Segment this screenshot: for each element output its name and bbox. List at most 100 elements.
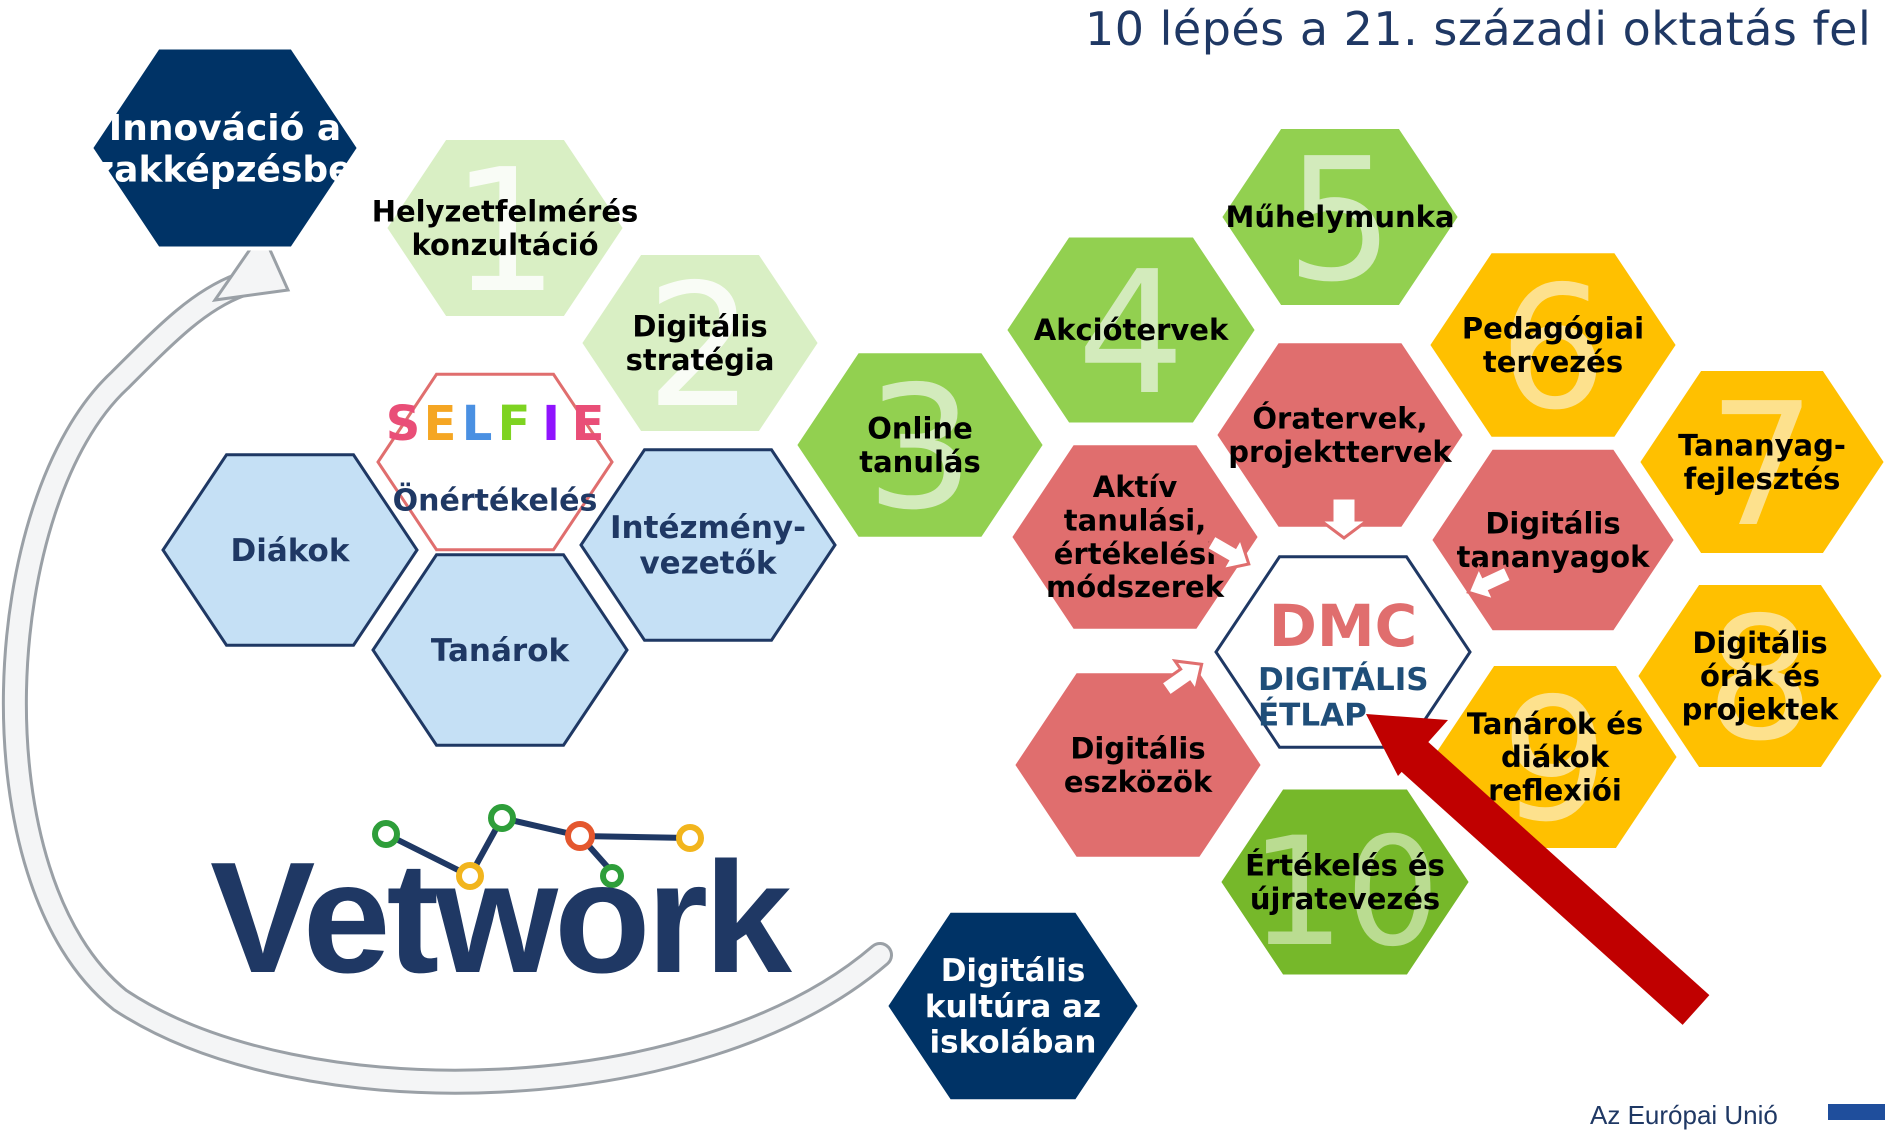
hex-intezmeny: Intézmény-vezetők xyxy=(579,448,837,642)
hex-shape xyxy=(1425,249,1681,441)
hex-label-line: Digitális xyxy=(941,953,1086,989)
hex-label-line: Tanárok xyxy=(431,633,571,669)
hex-label-line: Diákok xyxy=(231,533,351,569)
hex-label-line: Akciótervek xyxy=(1034,313,1229,347)
hex-oratervek: Óratervek,projekttervek xyxy=(1212,339,1468,531)
hex-label-line: Digitális xyxy=(1692,626,1827,660)
hex-shape xyxy=(579,448,837,642)
hex-label-line: diákok xyxy=(1501,740,1610,774)
hex-label-line: módszerek xyxy=(1046,570,1225,604)
hex-label-line: Helyzetfelmérés xyxy=(372,194,639,228)
hex-label-line: Digitális xyxy=(1070,731,1205,765)
hex-label-line: projekttervek xyxy=(1228,435,1452,469)
hex-shape xyxy=(1217,125,1463,309)
step-number: 4 xyxy=(1077,235,1185,433)
network-nodes-icon xyxy=(372,804,704,890)
hex-shape xyxy=(376,372,614,552)
hex-label-line: projektek xyxy=(1682,693,1839,727)
hex-label-line: kultúra az xyxy=(925,989,1101,1025)
hex-shape xyxy=(88,45,362,251)
hex-label-line: Óratervek, xyxy=(1252,401,1427,435)
selfie-logo-letter: F xyxy=(498,396,531,452)
hex-label-line: fejlesztés xyxy=(1684,462,1841,496)
selfie-logo-letter: I xyxy=(542,396,560,452)
hex-label-line: Értékelés és xyxy=(1245,848,1445,882)
selfie-logo-letter: S xyxy=(386,396,421,452)
dmc-inward-arrows xyxy=(1158,496,1514,699)
hex-label-line: tervezés xyxy=(1483,345,1623,379)
hex-label-line: Műhelymunka xyxy=(1225,200,1454,234)
hex-label-line: Intézmény- xyxy=(610,510,806,546)
step-number: 2 xyxy=(646,248,754,446)
selfie-logo-letter: L xyxy=(462,396,493,452)
step-number: 5 xyxy=(1286,122,1394,320)
hex-label-line: tanulás xyxy=(859,445,981,479)
hex-shape xyxy=(1007,441,1263,633)
hex-label-line: értékelési xyxy=(1054,537,1217,571)
step-number: 8 xyxy=(1706,581,1814,779)
step-number: 3 xyxy=(866,350,974,548)
hex-shape xyxy=(382,136,628,320)
hex-tanarok: Tanárok xyxy=(371,553,629,747)
vetwork-logo: Vetwork xyxy=(210,804,797,1006)
selfie-logo-letter: E xyxy=(424,396,457,452)
hex-label-line: eszközök xyxy=(1064,765,1213,799)
step-number: 10 xyxy=(1250,806,1441,980)
hex-label-line: Önértékelés xyxy=(393,482,598,519)
hex-label-line: Digitális xyxy=(1485,506,1620,540)
hex-shape xyxy=(1216,785,1474,979)
vetwork-wordmark: Vetwork xyxy=(210,830,793,1006)
hex-shape xyxy=(792,349,1048,541)
red-pointer-arrow xyxy=(1366,714,1710,1025)
eu-flag-icon xyxy=(1828,1104,1885,1120)
hex-label-line: iskolában xyxy=(930,1025,1097,1061)
step-number: 6 xyxy=(1499,250,1607,448)
hex-label-line: konzultáció xyxy=(411,228,598,262)
hex-shape xyxy=(371,553,629,747)
hex-label-line: reflexiói xyxy=(1488,774,1622,808)
hex-shape xyxy=(1633,581,1885,771)
hex-label-line: ÉTLAP xyxy=(1258,698,1367,734)
hex-shape xyxy=(161,453,419,647)
step-number: 1 xyxy=(451,133,559,331)
hex-label-line: Online xyxy=(867,411,973,445)
hex-label-line: tananyagok xyxy=(1457,540,1650,574)
cycle-arrow xyxy=(2,228,893,1095)
hex-label-line: Pedagógiai xyxy=(1462,311,1644,345)
hex-diakok: Diákok xyxy=(161,453,419,647)
hex-label-line: stratégia xyxy=(626,343,775,377)
page-title: 10 lépés a 21. századi oktatás fel xyxy=(1085,2,1872,56)
hex-shape xyxy=(883,908,1143,1104)
hex-label-line: Innováció a xyxy=(109,108,341,149)
hex-label-line: újratevezés xyxy=(1250,882,1440,916)
hex-label-line: Tanárok és xyxy=(1467,707,1643,741)
hex-label-line: szakképzésben xyxy=(72,149,378,190)
hex-label-line: Digitális xyxy=(632,309,767,343)
hex-shape xyxy=(577,251,823,435)
hex-label-line: tanulási, xyxy=(1064,503,1206,537)
hex-label-line: órák és xyxy=(1700,659,1820,693)
step-number: 7 xyxy=(1708,367,1816,565)
hex-label-line: Aktív xyxy=(1093,470,1178,504)
hex-shape xyxy=(1635,367,1885,557)
eu-footer-text: Az Európai Unió xyxy=(1590,1100,1778,1130)
hex-label-line: vezetők xyxy=(639,546,777,582)
hex-shape xyxy=(1212,339,1468,531)
